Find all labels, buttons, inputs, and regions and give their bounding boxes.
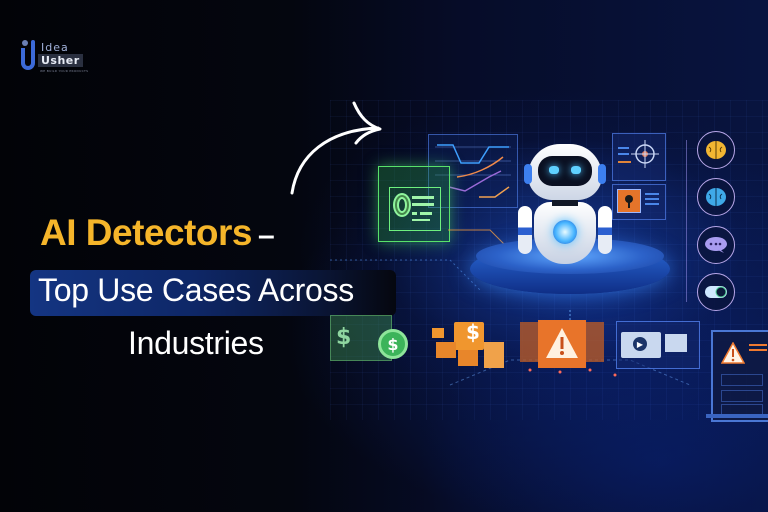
toggle-icon bbox=[697, 273, 735, 311]
fp-line bbox=[412, 212, 417, 215]
brain-icon-yellow bbox=[697, 131, 735, 169]
page-title: AI Detectors– bbox=[40, 212, 275, 254]
alert-line bbox=[645, 193, 659, 195]
fingerprint-card bbox=[378, 166, 450, 242]
logo-text-usher: Usher bbox=[38, 54, 83, 67]
fingerprint-icon bbox=[393, 193, 411, 217]
curved-arrow-icon bbox=[290, 101, 382, 195]
robot-head bbox=[524, 144, 606, 200]
brain-icon-blue bbox=[697, 178, 735, 216]
monitor-base bbox=[706, 414, 768, 418]
crosshair-icon bbox=[618, 140, 659, 168]
fp-line bbox=[412, 219, 430, 221]
robot-eye-left bbox=[549, 166, 559, 174]
finance-dollar-card: $ $ bbox=[330, 315, 408, 371]
media-player-card: ▶ bbox=[616, 321, 700, 369]
fp-line bbox=[412, 196, 434, 199]
info-window bbox=[665, 334, 687, 352]
logo-tagline: WE BUILD YOUR PRODUCTS bbox=[40, 69, 89, 73]
fp-line bbox=[420, 212, 432, 215]
logo-dot bbox=[22, 40, 28, 46]
alert-panel bbox=[612, 184, 666, 220]
exclamation-icon bbox=[625, 195, 633, 208]
target-panel bbox=[612, 133, 666, 181]
robot-face bbox=[538, 156, 592, 186]
robot-core-light bbox=[553, 220, 577, 244]
subtitle-line-2: Industries bbox=[128, 325, 264, 361]
robot-eye-right bbox=[571, 166, 581, 174]
subtitle-highlight-box bbox=[30, 270, 396, 316]
play-icon: ▶ bbox=[633, 337, 647, 351]
document-icon bbox=[454, 322, 484, 350]
logo-text-idea: Idea bbox=[41, 41, 69, 54]
warning-card bbox=[520, 320, 608, 370]
robot-ear-left bbox=[524, 164, 532, 184]
robot-neck bbox=[552, 198, 578, 206]
envelope-icon bbox=[436, 342, 456, 358]
logo-u-stem bbox=[31, 40, 35, 60]
icon-connector-line bbox=[686, 140, 687, 302]
receipt-icon bbox=[484, 342, 504, 368]
title-dash: – bbox=[257, 219, 275, 252]
line-chart-panel bbox=[428, 134, 518, 208]
dollar-coin-icon: $ bbox=[378, 329, 408, 359]
robot-left-arm bbox=[518, 206, 532, 254]
mail-dollar-sign: $ bbox=[466, 320, 480, 344]
robot-ear-right bbox=[598, 164, 606, 184]
alert-line bbox=[645, 203, 659, 205]
monitor-line bbox=[749, 349, 767, 351]
monitor-warning-card bbox=[711, 330, 768, 422]
subtitle-line-1: Top Use Cases Across bbox=[38, 272, 354, 308]
finance-dollar-sign: $ bbox=[336, 325, 352, 350]
ideausher-logo: Idea Usher WE BUILD YOUR PRODUCTS bbox=[20, 37, 100, 73]
chart-lines-icon bbox=[435, 144, 511, 198]
monitor-row bbox=[721, 390, 763, 402]
fingerprint-inner-frame bbox=[389, 187, 441, 231]
chat-bubble-icon bbox=[697, 226, 735, 264]
alert-line bbox=[645, 198, 659, 200]
alert-box bbox=[617, 189, 641, 213]
robot-body bbox=[534, 202, 596, 264]
envelope-icon bbox=[432, 328, 444, 338]
envelope-icon bbox=[458, 350, 478, 366]
monitor-row bbox=[721, 374, 763, 386]
monitor-line bbox=[749, 344, 767, 346]
robot-illustration bbox=[470, 140, 670, 310]
fp-line bbox=[412, 203, 434, 206]
warning-triangle-icon bbox=[546, 328, 578, 358]
warning-triangle-icon bbox=[721, 342, 745, 364]
title-main: AI Detectors bbox=[40, 212, 252, 253]
robot-right-arm bbox=[598, 206, 612, 254]
mail-dollar-card: $ bbox=[432, 320, 508, 372]
